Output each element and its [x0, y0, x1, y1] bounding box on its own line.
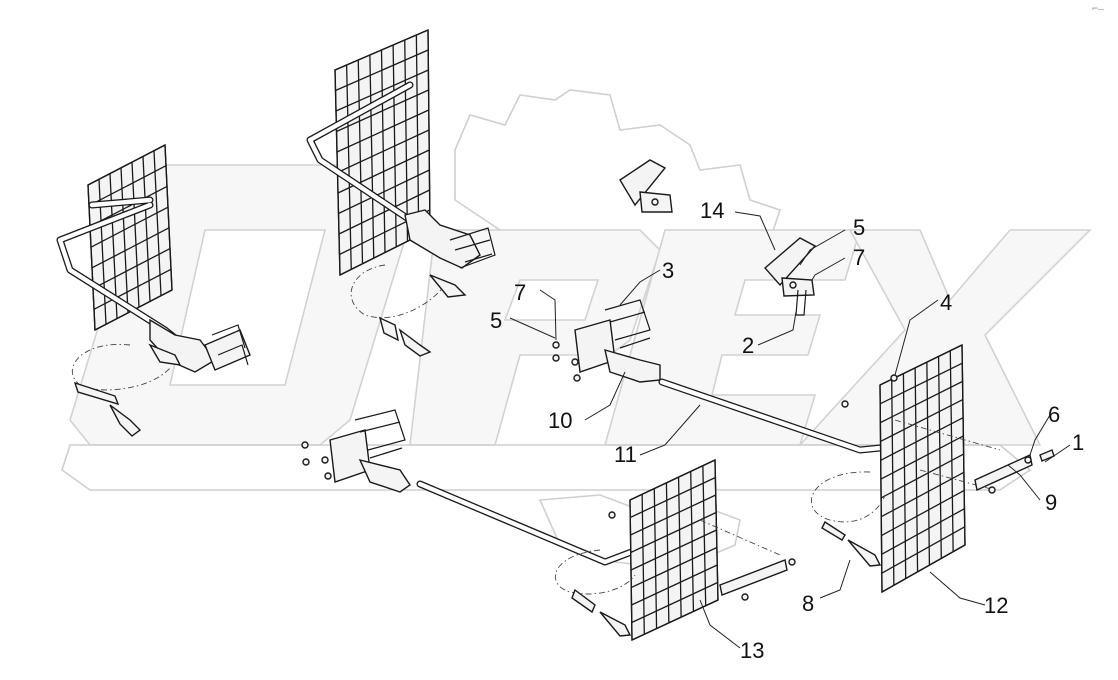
callout-3: 3 — [662, 258, 674, 283]
callout-7a: 7 — [514, 280, 526, 305]
callout-10: 10 — [548, 408, 572, 433]
mesh-wire — [91, 227, 170, 269]
screen-12 — [811, 343, 1055, 594]
callout-5b: 5 — [853, 215, 865, 240]
mesh-wire — [337, 129, 430, 174]
mesh-wire — [131, 162, 140, 308]
corner-mark: ⌐– — [1092, 4, 1105, 15]
mesh-wire — [880, 471, 965, 518]
mesh-wire — [961, 344, 966, 546]
mesh-wire — [120, 167, 129, 313]
callout-11: 11 — [614, 442, 637, 467]
mesh-wire — [631, 581, 718, 624]
mesh-wire — [109, 173, 118, 319]
callout-9: 9 — [1045, 490, 1057, 515]
mesh-wire — [902, 373, 907, 579]
mesh-wire — [629, 459, 716, 501]
mesh-wire — [881, 544, 966, 593]
screen-upper-left — [56, 143, 251, 437]
screen-upper-middle — [306, 28, 496, 357]
callout-14: 14 — [700, 198, 724, 223]
callout-6: 6 — [1048, 402, 1060, 427]
mesh-wire — [142, 156, 151, 302]
hardware-nuts-4 — [608, 374, 898, 519]
mesh-wire — [881, 508, 965, 555]
mesh-wire — [90, 206, 169, 248]
screen-13 — [554, 458, 796, 642]
mesh-wire — [334, 29, 429, 71]
mesh-wire — [880, 398, 964, 443]
callout-1: 1 — [1072, 430, 1084, 455]
callout-4: 4 — [940, 290, 952, 315]
callout-8: 8 — [802, 591, 814, 616]
mesh-wire — [153, 150, 162, 296]
mesh-wire — [880, 380, 963, 424]
bracket-upper — [619, 159, 673, 213]
mesh-wire — [880, 435, 964, 480]
mesh-wire — [164, 144, 173, 291]
mesh-wire — [891, 379, 895, 586]
callout-12: 12 — [984, 593, 1008, 618]
mesh-wire — [630, 529, 717, 571]
mesh-wire — [92, 247, 171, 290]
mesh-wire — [937, 356, 942, 559]
clamp-assembly-center — [552, 299, 661, 383]
mesh-wire — [87, 144, 166, 186]
mesh-wire — [336, 89, 429, 133]
callout-2: 2 — [742, 333, 754, 358]
mesh-wire — [631, 564, 718, 606]
mesh-wire — [88, 165, 167, 207]
mesh-wire — [338, 189, 430, 235]
leader-lines — [509, 211, 1071, 649]
long-bar-lower — [416, 480, 654, 566]
mesh-wire — [914, 367, 919, 572]
mesh-wire — [630, 511, 717, 554]
mesh-wire — [879, 362, 963, 405]
mesh-wire — [631, 599, 719, 641]
watermark-bottom-band — [61, 444, 1032, 491]
mesh-wire — [926, 362, 931, 566]
mesh-wire — [630, 494, 717, 536]
mesh-wire — [881, 526, 966, 574]
mesh-wire — [87, 184, 96, 331]
bracket-14 — [764, 237, 817, 316]
mesh-wire — [949, 350, 954, 552]
mesh-wire — [881, 489, 965, 537]
callout-7b: 7 — [853, 245, 865, 270]
mesh-wire — [335, 49, 429, 92]
mesh-wire — [335, 69, 429, 112]
callout-13: 13 — [740, 638, 764, 663]
mesh-wire — [879, 384, 883, 593]
mesh-wire — [93, 268, 172, 310]
clamp-assembly-lower-left — [301, 409, 411, 493]
mesh-wire — [336, 109, 430, 153]
callout-5a: 5 — [490, 308, 502, 333]
mesh-wire — [338, 169, 430, 215]
mesh-wire — [880, 453, 964, 499]
mesh-wire — [629, 476, 716, 519]
callouts: 1 2 3 4 5 5 6 7 7 8 9 10 11 12 13 14 — [490, 198, 1084, 663]
mesh-wire — [630, 546, 718, 589]
long-bar-11 — [658, 378, 884, 454]
mesh-wire — [880, 417, 964, 461]
